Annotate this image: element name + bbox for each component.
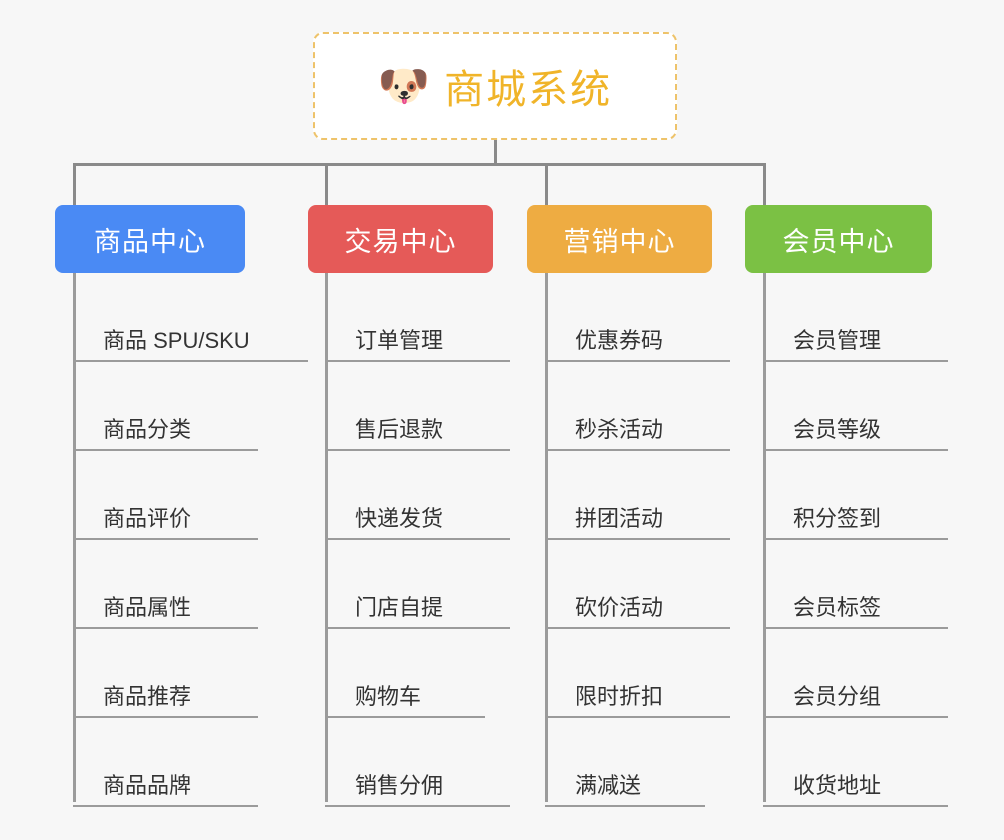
leaf-item[interactable]: 商品评价 — [73, 451, 258, 540]
leaf-item-underline — [325, 716, 485, 718]
leaf-item-underline — [73, 627, 258, 629]
leaf-item[interactable]: 商品推荐 — [73, 629, 258, 718]
leaf-item[interactable]: 优惠券码 — [545, 273, 730, 362]
leaf-item-underline — [325, 627, 510, 629]
leaf-item[interactable]: 购物车 — [325, 629, 485, 718]
branch-drop-line-member-center — [763, 163, 766, 205]
leaf-item-label: 会员标签 — [793, 594, 882, 620]
leaf-item[interactable]: 门店自提 — [325, 540, 510, 629]
leaf-item-label: 商品 SPU/SKU — [103, 327, 250, 353]
leaf-item-label: 商品属性 — [103, 594, 192, 620]
leaf-item-label: 秒杀活动 — [575, 416, 664, 442]
leaf-item-underline — [545, 627, 730, 629]
leaf-item[interactable]: 会员分组 — [763, 629, 948, 718]
leaf-item-label: 快递发货 — [355, 505, 444, 531]
leaf-item-underline — [325, 449, 510, 451]
leaf-item[interactable]: 积分签到 — [763, 451, 948, 540]
leaf-item-label: 积分签到 — [793, 505, 882, 531]
root-node[interactable]: 🐶 商城系统 — [313, 32, 677, 140]
leaf-item-underline — [73, 716, 258, 718]
root-stem-line — [494, 140, 497, 166]
dog-face-icon: 🐶 — [377, 62, 431, 109]
leaf-item-label: 限时折扣 — [575, 683, 664, 709]
leaf-item-label: 会员分组 — [793, 683, 882, 709]
root-title: 商城系统 — [444, 68, 613, 112]
leaf-item-label: 满减送 — [575, 772, 642, 798]
branch-drop-line-product-center — [73, 163, 76, 205]
leaf-item-underline — [763, 538, 948, 540]
leaf-item-underline — [763, 360, 948, 362]
category-label: 商品中心 — [94, 226, 206, 257]
leaf-item-underline — [545, 449, 730, 451]
leaf-item[interactable]: 订单管理 — [325, 273, 510, 362]
leaf-item[interactable]: 满减送 — [545, 718, 705, 807]
leaf-item-underline — [763, 627, 948, 629]
leaf-item[interactable]: 砍价活动 — [545, 540, 730, 629]
leaf-item-underline — [763, 449, 948, 451]
leaf-item-label: 收货地址 — [793, 772, 882, 798]
category-box-product-center[interactable]: 商品中心 — [55, 205, 245, 273]
leaf-item-label: 砍价活动 — [575, 594, 664, 620]
category-box-trade-center[interactable]: 交易中心 — [308, 205, 493, 273]
leaf-item[interactable]: 秒杀活动 — [545, 362, 730, 451]
category-label: 交易中心 — [344, 226, 457, 257]
leaf-item-underline — [545, 360, 730, 362]
leaf-item[interactable]: 快递发货 — [325, 451, 510, 540]
leaf-item[interactable]: 会员管理 — [763, 273, 948, 362]
leaf-item-underline — [73, 360, 308, 362]
leaf-item[interactable]: 商品属性 — [73, 540, 258, 629]
leaf-item-label: 商品分类 — [103, 416, 192, 442]
leaf-item-underline — [73, 449, 258, 451]
leaf-item[interactable]: 限时折扣 — [545, 629, 730, 718]
leaf-item-underline — [73, 805, 258, 807]
leaf-item-label: 商品推荐 — [103, 683, 192, 709]
leaf-item-label: 拼团活动 — [575, 505, 664, 531]
leaf-item-underline — [545, 805, 705, 807]
leaf-item-label: 销售分佣 — [355, 772, 444, 798]
leaf-item-label: 售后退款 — [355, 416, 444, 442]
category-box-member-center[interactable]: 会员中心 — [745, 205, 932, 273]
leaf-item-underline — [545, 538, 730, 540]
leaf-item[interactable]: 商品品牌 — [73, 718, 258, 807]
leaf-item-label: 商品品牌 — [103, 772, 192, 798]
branch-drop-line-trade-center — [325, 163, 328, 205]
leaf-item[interactable]: 会员等级 — [763, 362, 948, 451]
leaf-item[interactable]: 拼团活动 — [545, 451, 730, 540]
leaf-spine — [325, 273, 328, 802]
leaf-item[interactable]: 售后退款 — [325, 362, 510, 451]
leaf-item-label: 订单管理 — [355, 327, 444, 353]
category-label: 会员中心 — [782, 226, 895, 257]
leaf-item[interactable]: 商品 SPU/SKU — [73, 273, 308, 362]
leaf-item-label: 门店自提 — [355, 594, 444, 620]
leaf-item-label: 优惠券码 — [575, 327, 664, 353]
leaf-item-label: 购物车 — [355, 683, 422, 709]
leaf-spine — [73, 273, 76, 802]
horizontal-bus-line — [73, 163, 766, 166]
category-box-marketing-center[interactable]: 营销中心 — [527, 205, 712, 273]
leaf-spine — [763, 273, 766, 802]
leaf-item[interactable]: 商品分类 — [73, 362, 258, 451]
leaf-item-label: 商品评价 — [103, 505, 192, 531]
leaf-item-underline — [325, 805, 510, 807]
branch-drop-line-marketing-center — [545, 163, 548, 205]
leaf-item-underline — [73, 538, 258, 540]
leaf-item[interactable]: 销售分佣 — [325, 718, 510, 807]
leaf-item-label: 会员管理 — [793, 327, 882, 353]
leaf-item-underline — [325, 538, 510, 540]
leaf-item-underline — [545, 716, 730, 718]
leaf-item-underline — [325, 360, 510, 362]
leaf-item-underline — [763, 805, 948, 807]
category-label: 营销中心 — [563, 226, 676, 257]
leaf-item[interactable]: 收货地址 — [763, 718, 948, 807]
leaf-item[interactable]: 会员标签 — [763, 540, 948, 629]
leaf-item-underline — [763, 716, 948, 718]
leaf-item-label: 会员等级 — [793, 416, 882, 442]
leaf-spine — [545, 273, 548, 802]
